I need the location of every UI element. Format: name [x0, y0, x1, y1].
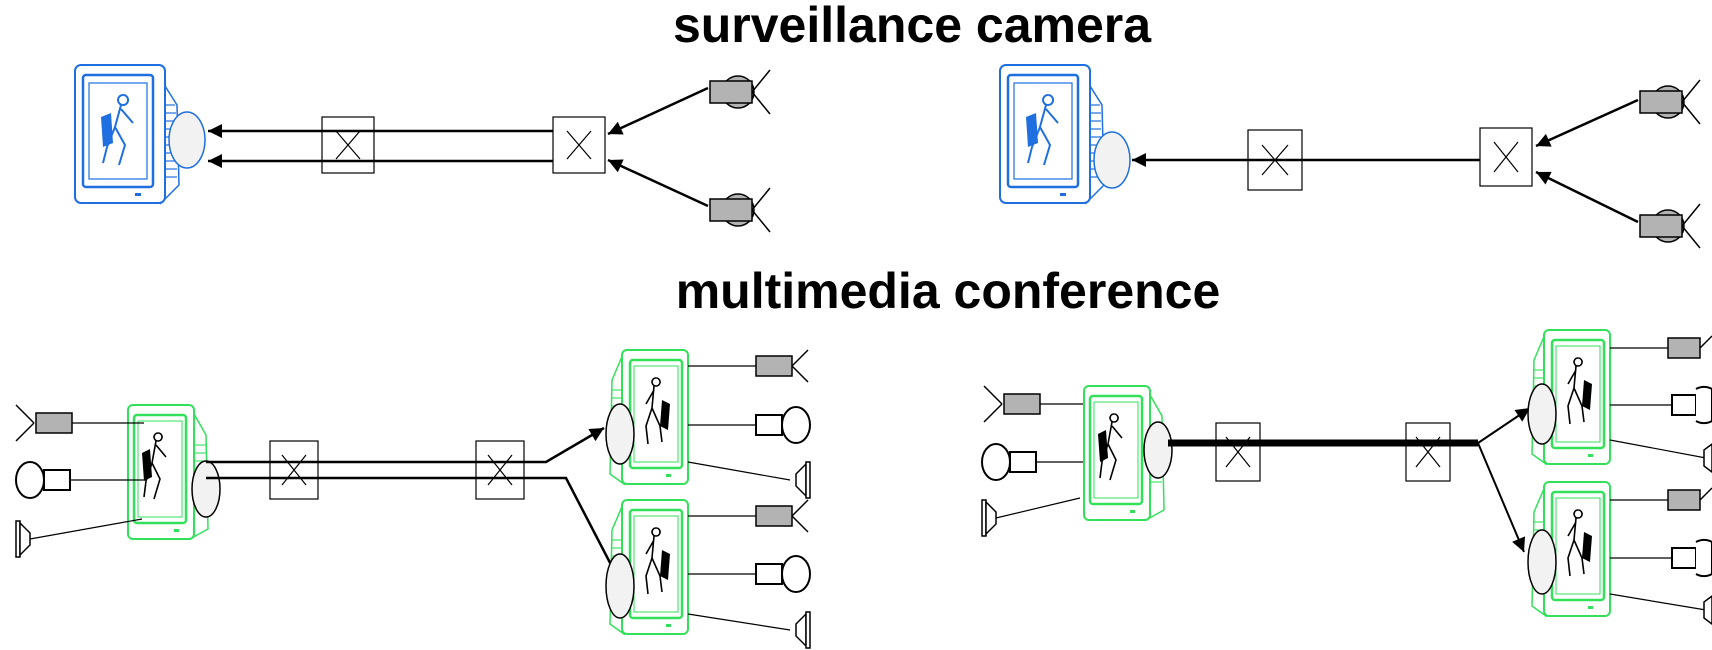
video-camera-icon [709, 187, 771, 233]
loudspeaker-icon [1703, 595, 1712, 625]
person-figure-icon [101, 94, 134, 166]
network-switch-icon [1479, 127, 1533, 187]
video-camera-icon [1639, 79, 1701, 125]
person-figure-icon [645, 377, 670, 445]
person-figure-icon [1026, 94, 1059, 166]
conference-receiver-top [605, 349, 689, 486]
video-camera-icon [755, 499, 809, 533]
microphone-icon [15, 461, 144, 499]
person-figure-icon [142, 432, 167, 500]
conference-left-group [15, 349, 811, 649]
video-camera-icon [1667, 335, 1712, 359]
surveillance-right-group [999, 64, 1701, 249]
video-camera-icon [709, 69, 771, 115]
microphone-icon [1671, 385, 1712, 425]
video-camera-icon [1667, 487, 1712, 511]
monitor-icon [74, 64, 206, 205]
monitor-icon [999, 64, 1131, 205]
monitor-icon [1083, 385, 1173, 522]
loudspeaker-icon [795, 611, 811, 649]
surveillance-left-group [74, 64, 771, 233]
loudspeaker-icon [981, 497, 1081, 537]
conference-receiver-top [1527, 329, 1611, 466]
loudspeaker-icon [15, 518, 143, 558]
video-camera-icon [1639, 203, 1701, 249]
person-figure-icon [1567, 357, 1592, 425]
conference-receiver-bottom [605, 499, 689, 636]
monitor-icon [127, 404, 221, 541]
video-camera-icon [755, 349, 809, 383]
network-switch-icon [475, 440, 525, 500]
person-figure-icon [1567, 509, 1592, 577]
heading-surveillance-camera: surveillance camera [673, 0, 1152, 53]
loudspeaker-icon [795, 461, 811, 499]
heading-multimedia-conference: multimedia conference [676, 263, 1221, 319]
microphone-icon [981, 443, 1084, 481]
microphone-icon [755, 406, 811, 444]
microphone-icon [1671, 538, 1712, 578]
network-switch-icon [269, 440, 319, 500]
conference-right-group [981, 329, 1712, 625]
video-camera-icon [983, 385, 1084, 423]
network-switch-icon [1215, 422, 1261, 482]
conference-receiver-bottom [1527, 481, 1611, 618]
person-figure-icon [645, 527, 670, 595]
network-switch-icon [321, 116, 375, 174]
loudspeaker-icon [1703, 443, 1712, 473]
network-switch-icon [1405, 422, 1451, 482]
video-camera-icon [15, 404, 144, 442]
network-switch-icon [552, 116, 606, 174]
microphone-icon [755, 555, 811, 593]
person-figure-icon [1098, 413, 1123, 481]
